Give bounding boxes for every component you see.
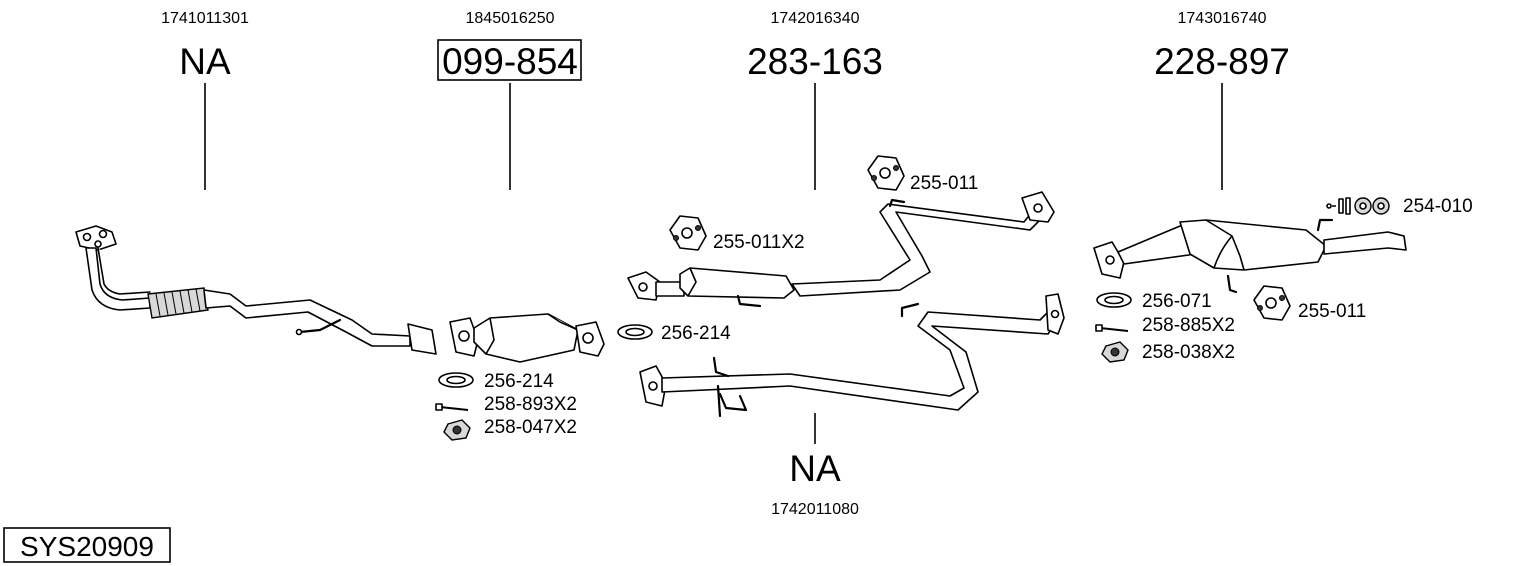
- middle-silencer-drawing[interactable]: [627, 191, 1055, 308]
- bolt-icon: [1095, 324, 1129, 332]
- oem-number-front-pipe: 1741011301: [161, 10, 249, 27]
- rubber-hanger-icon: [867, 155, 905, 191]
- catalytic-converter-drawing[interactable]: [449, 313, 605, 363]
- accessory-label-rear-clamp-kit[interactable]: 254-010: [1403, 196, 1473, 217]
- bolt-icon: [435, 403, 469, 411]
- part-number-box-catalytic-converter: [437, 39, 582, 81]
- accessory-label-mid-hanger[interactable]: 255-011X2: [713, 232, 805, 253]
- oem-number-catalytic-converter: 1845016250: [466, 10, 555, 27]
- accessory-label-cat-nut[interactable]: 258-047X2: [484, 417, 577, 438]
- accessory-label-rear-bolt[interactable]: 258-885X2: [1142, 315, 1235, 336]
- part-number-rear-silencer[interactable]: 228-897: [1154, 41, 1290, 82]
- oem-number-rear-silencer: 1743016740: [1178, 10, 1267, 27]
- gasket-icon: [438, 372, 474, 388]
- accessory-label-rear-nut[interactable]: 258-038X2: [1142, 342, 1235, 363]
- oem-number-intermediate-pipe: 1742011080: [771, 501, 859, 518]
- accessory-label-rear-gasket[interactable]: 256-071: [1142, 291, 1212, 312]
- gasket-icon: [1096, 292, 1132, 308]
- clamp-kit-icon: [1326, 197, 1390, 215]
- accessory-label-cat-front-gasket[interactable]: 256-214: [484, 371, 554, 392]
- part-number-front-pipe[interactable]: NA: [179, 41, 231, 82]
- rubber-hanger-icon: [1253, 285, 1291, 321]
- oem-number-middle-silencer: 1742016340: [771, 10, 860, 27]
- part-number-intermediate-pipe[interactable]: NA: [789, 448, 841, 489]
- intermediate-pipe-drawing[interactable]: [639, 293, 1065, 418]
- rear-silencer-drawing[interactable]: [1093, 218, 1407, 294]
- front-pipe-drawing[interactable]: [75, 225, 437, 355]
- accessory-label-cat-bolt[interactable]: 258-893X2: [484, 394, 577, 415]
- gasket-icon: [617, 324, 653, 340]
- rubber-hanger-icon: [669, 215, 707, 251]
- part-number-middle-silencer[interactable]: 283-163: [747, 41, 883, 82]
- accessory-label-mid-hanger-top[interactable]: 255-011: [910, 173, 978, 194]
- diagram-id-box: [3, 527, 171, 563]
- nut-icon: [1101, 341, 1129, 363]
- accessory-label-rear-hanger[interactable]: 255-011: [1298, 301, 1366, 322]
- nut-icon: [443, 419, 471, 441]
- part-number-catalytic-converter[interactable]: 099-854: [442, 41, 578, 82]
- accessory-label-cat-rear-gasket[interactable]: 256-214: [661, 323, 731, 344]
- diagram-id-label: SYS20909: [20, 531, 154, 562]
